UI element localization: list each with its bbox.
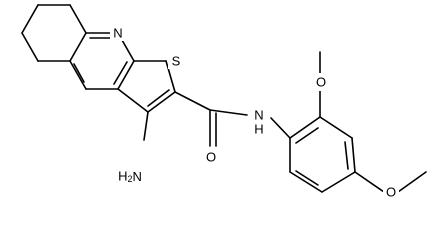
bond: [147, 91, 176, 113]
bond: [319, 116, 353, 139]
bond: [289, 116, 321, 139]
amino-label: H2N: [118, 169, 142, 185]
bond: [143, 111, 149, 141]
double-bond-inner: [295, 127, 319, 144]
bond: [354, 171, 385, 193]
bonds: [21, 4, 427, 193]
double-bond-inner: [147, 89, 170, 107]
structure-canvas: N S H2N O N H O O: [21, 4, 427, 201]
double-bond-inner: [295, 170, 319, 186]
bond: [289, 171, 323, 193]
double-bond-inner: [73, 63, 85, 83]
bond: [69, 4, 87, 34]
bond: [117, 60, 135, 90]
nitrogen-label: N: [113, 26, 122, 41]
bond: [270, 117, 291, 139]
bond: [351, 137, 356, 173]
bond: [69, 60, 87, 90]
ortho-methoxy-oxygen-label: O: [316, 75, 326, 90]
bond: [209, 109, 248, 116]
atom-labels: N S H2N O N H O O: [110, 25, 399, 201]
bond: [69, 32, 87, 62]
bond: [397, 171, 427, 193]
bond: [321, 171, 356, 193]
molecule-diagram: N S H2N O N H O O: [21, 4, 427, 201]
bond: [117, 88, 149, 113]
bond: [174, 91, 211, 111]
double-bond-inner: [113, 61, 128, 85]
bond: [21, 32, 39, 62]
sulfur-label: S: [172, 54, 181, 69]
carbonyl-oxygen-label: O: [206, 150, 216, 165]
double-bond-inner: [344, 141, 349, 170]
amide-nitrogen-label: N: [254, 108, 263, 123]
bond: [165, 60, 176, 93]
bond: [21, 4, 39, 34]
amide-hydrogen-label: H: [254, 122, 263, 137]
para-methoxy-oxygen-label: O: [386, 185, 396, 200]
